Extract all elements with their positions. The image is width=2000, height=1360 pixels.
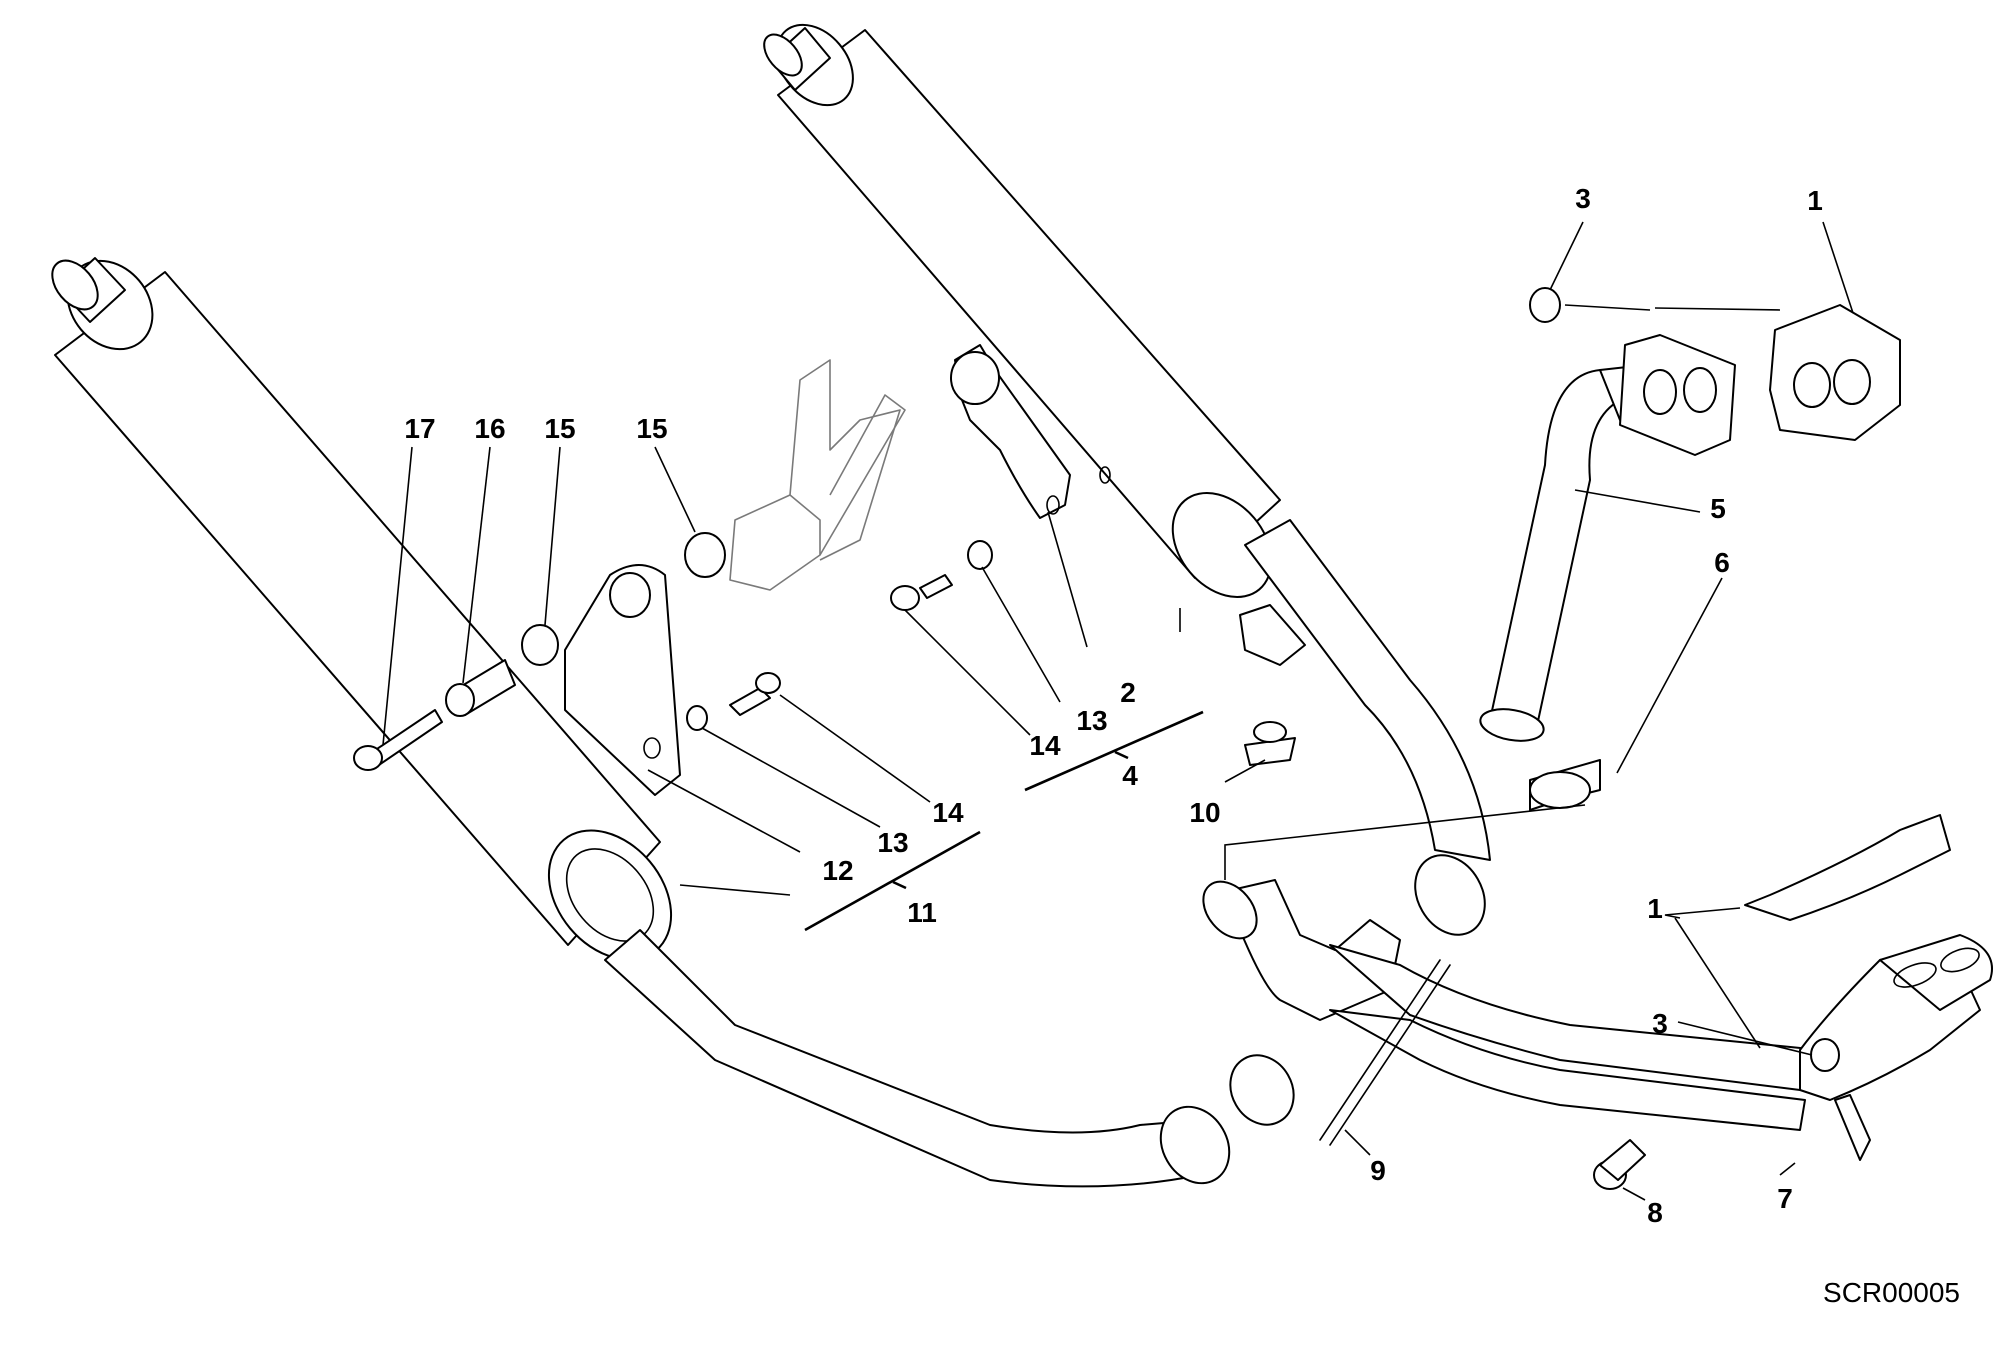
spacer-16: [445, 659, 516, 717]
callout-2: 2: [1120, 677, 1136, 708]
callout-11: 11: [907, 897, 937, 928]
callout-3-top: 3: [1575, 183, 1591, 214]
bracket-left: [564, 564, 681, 796]
right-exhaust-pipe: [1239, 519, 1491, 936]
callout-9: 9: [1370, 1155, 1386, 1186]
screw-8: [1593, 1139, 1646, 1190]
callout-5: 5: [1710, 493, 1726, 524]
callout-14-right: 14: [1029, 730, 1061, 761]
callout-3-bottom: 3: [1652, 1008, 1668, 1039]
right-muffler: [763, 23, 1281, 598]
callout-8: 8: [1647, 1197, 1663, 1228]
reference-code: SCR00005: [1823, 1277, 1960, 1308]
bushing-15b: [684, 532, 726, 578]
callout-10: 10: [1189, 797, 1220, 828]
flange-top: [1619, 334, 1736, 456]
callout-12: 12: [822, 855, 853, 886]
callout-6: 6: [1714, 547, 1730, 578]
rubber-mount: [1244, 721, 1296, 766]
front-header-pipe: [1799, 934, 1993, 1161]
callout-7: 7: [1777, 1183, 1793, 1214]
washer-13-right: [967, 540, 993, 570]
screw-14-left: [729, 672, 781, 716]
bolt-17: [353, 709, 443, 771]
callout-13-left: 13: [877, 827, 908, 858]
callout-1-top: 1: [1807, 185, 1823, 216]
callout-1-bottom: 1: [1647, 893, 1663, 924]
bushing-15a: [521, 624, 559, 666]
callout-13-right: 13: [1076, 705, 1107, 736]
callout-4: 4: [1122, 760, 1138, 791]
gasket-bottom: [1744, 814, 1951, 921]
y-pipe: [1202, 879, 1821, 1131]
nut-top: [1529, 287, 1561, 323]
callout-14-left: 14: [932, 797, 964, 828]
left-muffler: [51, 257, 673, 961]
callout-16: 16: [474, 413, 505, 444]
bracket-right: [950, 344, 1111, 519]
frame-bracket-ghost: [729, 359, 906, 591]
leader-lines: [382, 221, 1854, 1201]
group-brace-11: [804, 830, 981, 932]
washer-13-left: [686, 705, 708, 731]
callout-15a: 15: [544, 413, 575, 444]
screw-14-right: [890, 574, 953, 611]
clamp: [1529, 759, 1601, 811]
group-brace-4: [1024, 710, 1204, 792]
gasket-top: [1769, 304, 1901, 441]
callout-15b: 15: [636, 413, 667, 444]
callout-17: 17: [404, 413, 435, 444]
left-exhaust-pipe: [604, 929, 1231, 1188]
nut-bottom: [1810, 1038, 1840, 1072]
spring: [1319, 959, 1451, 1146]
